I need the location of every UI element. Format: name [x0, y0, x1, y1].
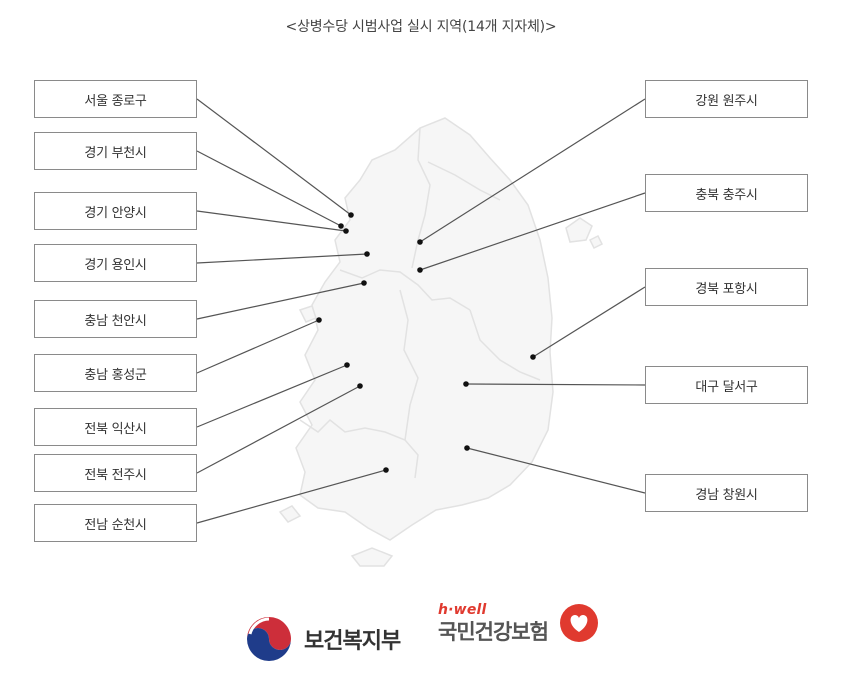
location-dot — [464, 445, 470, 451]
location-dot — [364, 251, 370, 257]
leader-line — [465, 383, 646, 386]
leader-line — [196, 385, 361, 474]
leader-lines — [196, 98, 646, 524]
region-box: 경기 용인시 — [34, 244, 197, 282]
nhis-logo: h·well 국민건강보험 — [438, 602, 549, 646]
region-box: 대구 달서구 — [645, 366, 808, 404]
leader-line — [419, 192, 646, 271]
nhis-tagline: h·well — [438, 602, 487, 618]
leader-line — [196, 364, 348, 428]
leader-line — [196, 282, 365, 320]
region-box: 경기 부천시 — [34, 132, 197, 170]
region-box: 경기 안양시 — [34, 192, 197, 230]
taegeuk-icon — [247, 617, 291, 661]
location-dot — [463, 381, 469, 387]
location-dot — [343, 228, 349, 234]
location-dot — [344, 362, 350, 368]
leader-line — [196, 150, 342, 227]
leader-line — [196, 210, 347, 232]
leader-line — [196, 469, 387, 524]
map-silhouette — [278, 117, 604, 567]
region-box: 충남 천안시 — [34, 300, 197, 338]
region-box: 전남 순천시 — [34, 504, 197, 542]
region-box: 전북 익산시 — [34, 408, 197, 446]
location-dot — [338, 223, 344, 229]
location-dot — [383, 467, 389, 473]
diagram-title: <상병수당 시범사업 실시 지역(14개 지자체)> — [285, 19, 557, 35]
leader-line — [532, 286, 646, 358]
location-dot — [361, 280, 367, 286]
mohw-name: 보건복지부 — [304, 629, 401, 654]
leader-line — [196, 253, 368, 264]
heart-icon — [560, 604, 598, 642]
region-box: 강원 원주시 — [645, 80, 808, 118]
leader-line — [466, 447, 646, 494]
location-dot — [417, 239, 423, 245]
mohw-logo: 보건복지부 — [244, 614, 401, 664]
location-dot — [357, 383, 363, 389]
region-box: 충남 홍성군 — [34, 354, 197, 392]
region-box: 서울 종로구 — [34, 80, 197, 118]
nhis-name: 국민건강보험 — [438, 620, 549, 644]
location-dot — [316, 317, 322, 323]
location-dot — [348, 212, 354, 218]
region-box: 경남 창원시 — [645, 474, 808, 512]
location-dot — [530, 354, 536, 360]
location-dot — [417, 267, 423, 273]
region-box: 경북 포항시 — [645, 268, 808, 306]
leader-line — [419, 98, 646, 243]
region-box: 전북 전주시 — [34, 454, 197, 492]
leader-line — [196, 319, 320, 374]
leader-line — [196, 98, 352, 216]
region-box: 충북 충주시 — [645, 174, 808, 212]
footer-logos: 보건복지부 h·well 국민건강보험 — [0, 600, 842, 670]
